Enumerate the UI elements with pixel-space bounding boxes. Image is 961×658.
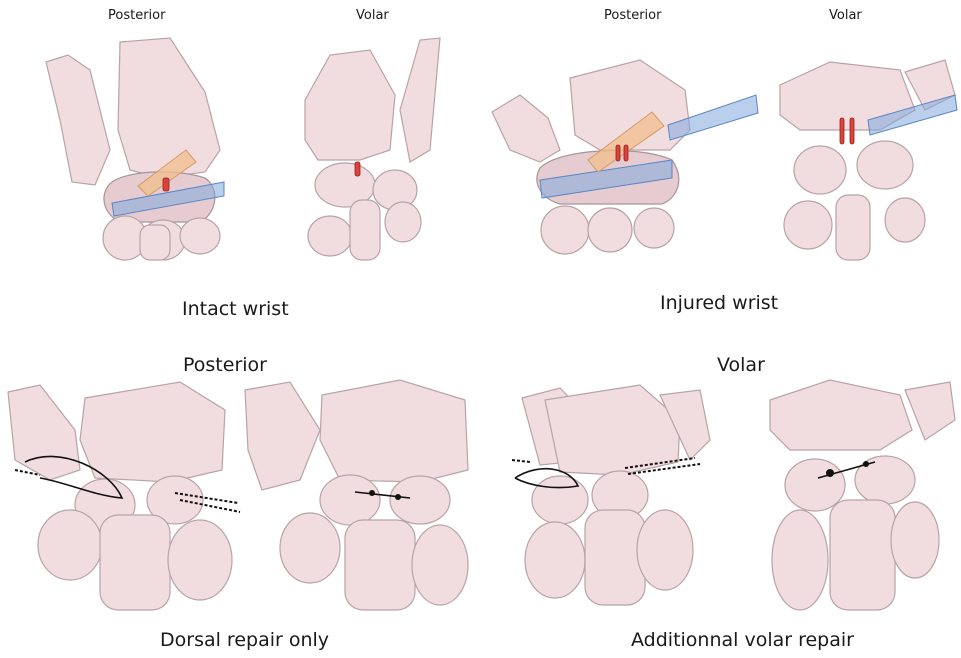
radius-bone: [118, 38, 220, 178]
carpal-bone: [38, 510, 102, 580]
carpal-bone: [385, 202, 421, 242]
injured-volar-view: [780, 60, 957, 260]
ligament: [840, 118, 844, 144]
metacarpal-bone: [350, 200, 380, 260]
metacarpal-bone: [100, 515, 170, 610]
carpal-bone: [168, 520, 232, 600]
metacarpal-bone: [585, 510, 645, 605]
ligament: [163, 178, 169, 191]
suture-knot-dot: [395, 494, 401, 500]
carpal-bone: [784, 201, 832, 249]
metacarpal-bone: [140, 225, 170, 260]
radius-bone: [320, 380, 468, 482]
carpal-bone: [885, 198, 925, 242]
carpal-bone: [525, 522, 585, 598]
ulna-bone: [905, 382, 955, 440]
carpal-bone: [772, 510, 828, 610]
suture-knot-dot: [826, 469, 834, 477]
carpal-bone: [857, 141, 913, 189]
suture-knot-dot: [369, 490, 375, 496]
carpal-bone: [412, 525, 468, 605]
carpal-bone: [634, 208, 674, 248]
carpal-bone: [637, 510, 693, 590]
carpal-bone: [794, 146, 846, 194]
carpal-bone: [180, 218, 220, 254]
radius-bone: [305, 50, 395, 160]
intact-volar-view: [305, 38, 440, 260]
ulna-bone: [400, 38, 440, 162]
carpal-bone: [280, 513, 340, 583]
metacarpal-bone: [345, 520, 415, 610]
ulna-bone: [8, 385, 80, 480]
radius-bone: [545, 385, 680, 475]
carpal-bone: [390, 476, 450, 524]
carpal-bone: [532, 476, 588, 524]
metacarpal-bone: [836, 195, 870, 260]
carpal-bone: [891, 502, 939, 578]
volar-repair-posterior-view: [512, 385, 710, 605]
dorsal-repair-posterior-view: [8, 382, 240, 610]
radius-bone: [770, 380, 912, 450]
suture-knot-dot: [863, 461, 869, 467]
intact-posterior-view: [46, 38, 224, 260]
suture-thread: [512, 460, 530, 462]
carpal-bone: [785, 459, 845, 511]
ligament: [624, 145, 628, 161]
carpal-bone: [308, 216, 352, 256]
metacarpal-bone: [830, 500, 895, 610]
radius-bone: [80, 382, 225, 482]
carpal-bone: [588, 208, 632, 252]
injured-posterior-view: [492, 60, 758, 254]
ulna-bone: [245, 382, 320, 490]
volar-repair-volar-view: [770, 380, 955, 610]
ligament: [616, 145, 620, 161]
dorsal-repair-volar-view: [245, 380, 468, 610]
ligament: [850, 118, 854, 144]
ulna-bone: [46, 55, 110, 185]
carpal-bone: [320, 475, 380, 525]
carpal-bone: [541, 206, 589, 254]
ligament: [355, 162, 360, 176]
ulna-bone: [492, 95, 560, 162]
